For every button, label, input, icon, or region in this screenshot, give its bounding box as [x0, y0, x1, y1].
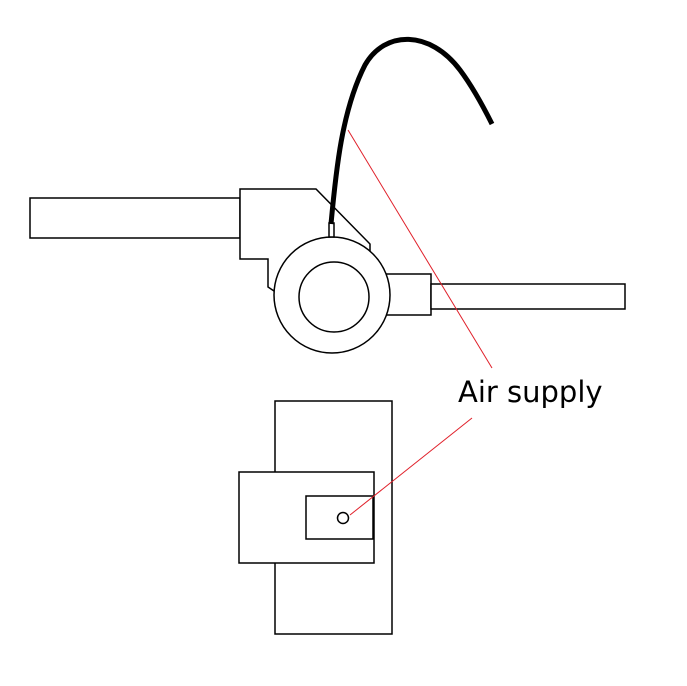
- hose-port: [328, 222, 335, 238]
- left-shaft: [29, 197, 241, 239]
- leader-line-hose: [347, 129, 493, 369]
- right-collar: [383, 273, 432, 316]
- right-shaft: [430, 283, 626, 310]
- side-view-assembly: [29, 188, 626, 354]
- leader-line-inlet: [349, 417, 473, 516]
- callout-leaders: [347, 129, 493, 516]
- air-hose: [328, 36, 495, 225]
- air-supply-label: Air supply: [458, 375, 603, 409]
- air-inlet-hole: [336, 511, 350, 525]
- end-view-assembly: [238, 400, 393, 635]
- rotary-housing-inner: [298, 261, 370, 333]
